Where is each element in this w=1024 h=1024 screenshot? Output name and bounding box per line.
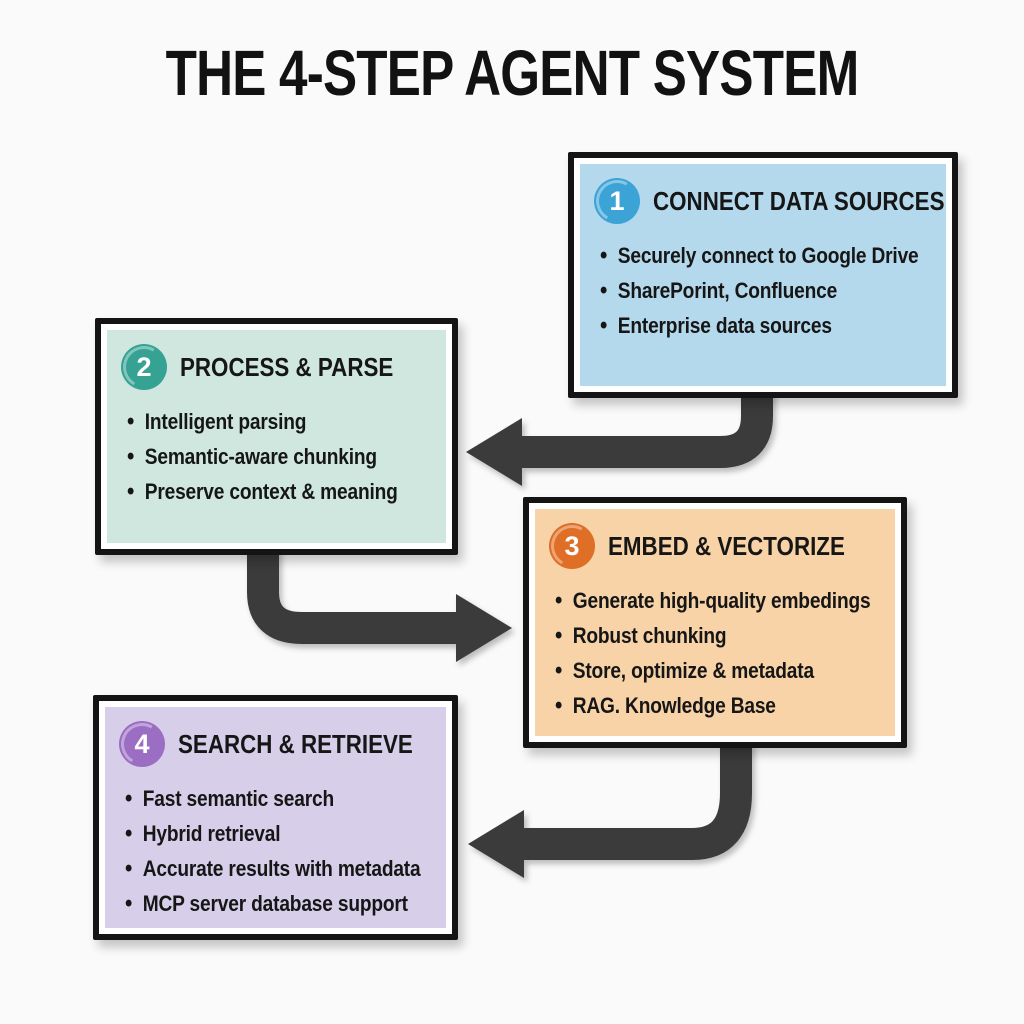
bullet-item: •Fast semantic search	[125, 781, 394, 816]
bullet-item: •Store, optimize & metadata	[555, 653, 840, 688]
bullet-icon: •	[125, 855, 133, 882]
step-title: PROCESS & PARSE	[180, 351, 394, 382]
bullet-item: •SharePorint, Confluence	[600, 273, 891, 308]
step-box-connect-data-sources: 1 CONNECT DATA SOURCES •Securely connect…	[568, 152, 958, 398]
bullet-item: •Semantic-aware chunking	[127, 439, 394, 474]
bullet-icon: •	[555, 622, 563, 649]
bullet-item: •Generate high-quality embedings	[555, 583, 871, 618]
step-box-embed-vectorize: 3 EMBED & VECTORIZE •Generate high-quali…	[523, 497, 907, 748]
bullet-icon: •	[125, 820, 133, 847]
page-title: THE 4-STEP AGENT SYSTEM	[0, 36, 1024, 110]
bullet-icon: •	[125, 785, 133, 812]
step-number: 1	[609, 185, 625, 216]
flow-arrow-2-to-3-icon	[247, 548, 512, 662]
bullet-list: •Fast semantic search •Hybrid retrieval …	[125, 781, 434, 921]
flow-arrow-3-to-4-icon	[468, 742, 752, 878]
step-header: 3 EMBED & VECTORIZE	[549, 523, 883, 569]
bullet-list: •Intelligent parsing •Semantic-aware chu…	[127, 404, 434, 509]
bullet-icon: •	[555, 692, 563, 719]
step-box-fill: 2 PROCESS & PARSE •Intelligent parsing •…	[107, 330, 446, 543]
bullet-item: •Accurate results with metadata	[125, 851, 421, 886]
bullet-icon: •	[127, 478, 135, 505]
bullet-list: •Securely connect to Google Drive •Share…	[600, 238, 934, 343]
bullet-icon: •	[600, 312, 608, 339]
bullet-item: •RAG. Knowledge Base	[555, 688, 840, 723]
step-header: 1 CONNECT DATA SOURCES	[594, 178, 945, 224]
step-box-fill: 3 EMBED & VECTORIZE •Generate high-quali…	[535, 509, 895, 736]
bullet-icon: •	[555, 657, 563, 684]
step-header: 2 PROCESS & PARSE	[121, 344, 434, 390]
bullet-icon: •	[600, 277, 608, 304]
step-number-badge: 3	[549, 523, 595, 569]
step-header: 4 SEARCH & RETRIEVE	[119, 721, 434, 767]
step-number-badge: 4	[119, 721, 165, 767]
flow-arrow-1-to-2-icon	[466, 390, 773, 486]
bullet-icon: •	[600, 242, 608, 269]
page-title-text: THE 4-STEP AGENT SYSTEM	[165, 37, 860, 109]
bullet-item: •Intelligent parsing	[127, 404, 394, 439]
bullet-list: •Generate high-quality embedings •Robust…	[555, 583, 883, 723]
bullet-item: •Hybrid retrieval	[125, 816, 394, 851]
step-title: SEARCH & RETRIEVE	[178, 728, 413, 759]
bullet-item: •Enterprise data sources	[600, 308, 891, 343]
step-box-fill: 1 CONNECT DATA SOURCES •Securely connect…	[580, 164, 946, 386]
bullet-icon: •	[127, 443, 135, 470]
bullet-item: •Securely connect to Google Drive	[600, 238, 919, 273]
bullet-item: •Preserve context & meaning	[127, 474, 398, 509]
bullet-icon: •	[125, 890, 133, 917]
step-box-process-parse: 2 PROCESS & PARSE •Intelligent parsing •…	[95, 318, 458, 555]
step-number: 2	[136, 351, 152, 382]
step-box-search-retrieve: 4 SEARCH & RETRIEVE •Fast semantic searc…	[93, 695, 458, 940]
step-number-badge: 1	[594, 178, 640, 224]
step-title: EMBED & VECTORIZE	[608, 530, 845, 561]
step-number-badge: 2	[121, 344, 167, 390]
bullet-icon: •	[555, 587, 563, 614]
step-number: 3	[564, 530, 580, 561]
step-box-fill: 4 SEARCH & RETRIEVE •Fast semantic searc…	[105, 707, 446, 928]
step-title: CONNECT DATA SOURCES	[653, 185, 945, 216]
bullet-icon: •	[127, 408, 135, 435]
bullet-item: •MCP server database support	[125, 886, 408, 921]
step-number: 4	[134, 728, 150, 759]
bullet-item: •Robust chunking	[555, 618, 840, 653]
